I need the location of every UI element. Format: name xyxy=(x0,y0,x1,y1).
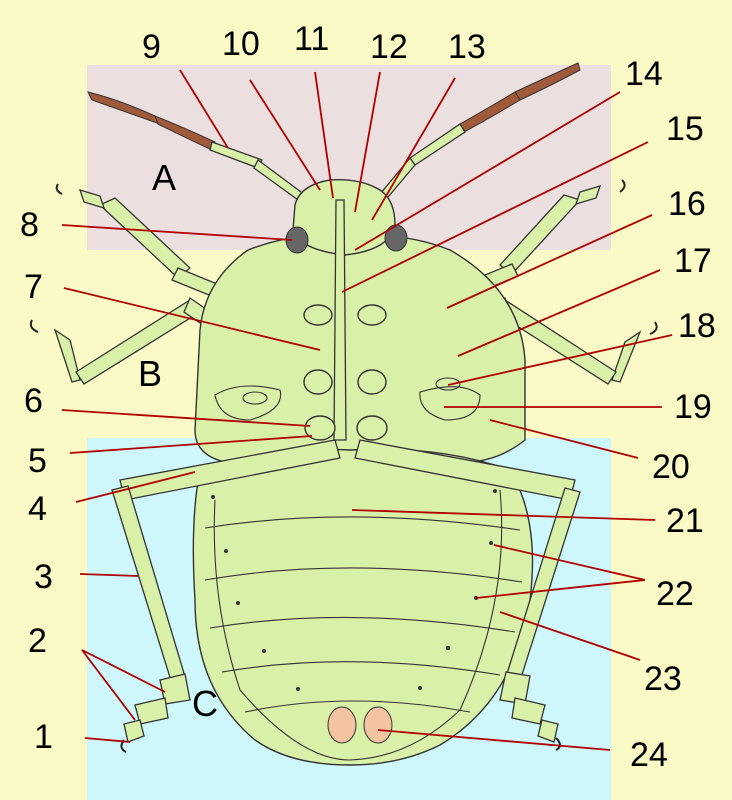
label-2: 2 xyxy=(28,622,47,660)
right-compound-eye xyxy=(384,224,408,252)
label-7: 7 xyxy=(24,268,43,306)
left-antenna xyxy=(87,91,307,201)
label-3: 3 xyxy=(34,558,53,596)
label-22: 22 xyxy=(656,575,694,613)
label-17: 17 xyxy=(674,242,712,280)
coxae xyxy=(214,304,481,441)
label-24: 24 xyxy=(630,736,668,774)
label-14: 14 xyxy=(625,55,663,93)
label-19: 19 xyxy=(674,388,712,426)
abdomen-segments xyxy=(204,489,523,761)
label-15: 15 xyxy=(666,110,704,148)
label-11: 11 xyxy=(294,20,329,58)
label-1: 1 xyxy=(34,718,53,756)
label-5: 5 xyxy=(28,442,47,480)
label-21: 21 xyxy=(666,502,704,540)
label-9: 9 xyxy=(142,28,161,66)
hind-left-leg xyxy=(111,439,341,753)
label-12: 12 xyxy=(370,28,408,66)
hind-right-leg xyxy=(354,439,581,751)
label-13: 13 xyxy=(448,28,486,66)
label-8: 8 xyxy=(20,206,39,244)
genital-lobes xyxy=(327,706,393,744)
label-4: 4 xyxy=(28,490,47,528)
leader-lines xyxy=(61,69,673,751)
label-16: 16 xyxy=(668,185,706,223)
label-23: 23 xyxy=(644,660,682,698)
rostrum xyxy=(333,199,347,441)
label-18: 18 xyxy=(678,307,716,345)
label-10: 10 xyxy=(222,25,260,63)
zone-label-c: C xyxy=(192,683,218,724)
label-6: 6 xyxy=(24,382,43,420)
label-20: 20 xyxy=(652,448,690,486)
zone-label-b: B xyxy=(138,353,162,394)
zone-label-a: A xyxy=(152,157,176,198)
number-labels: 1 2 3 4 5 6 7 8 9 10 11 12 13 14 15 16 1… xyxy=(20,20,716,774)
